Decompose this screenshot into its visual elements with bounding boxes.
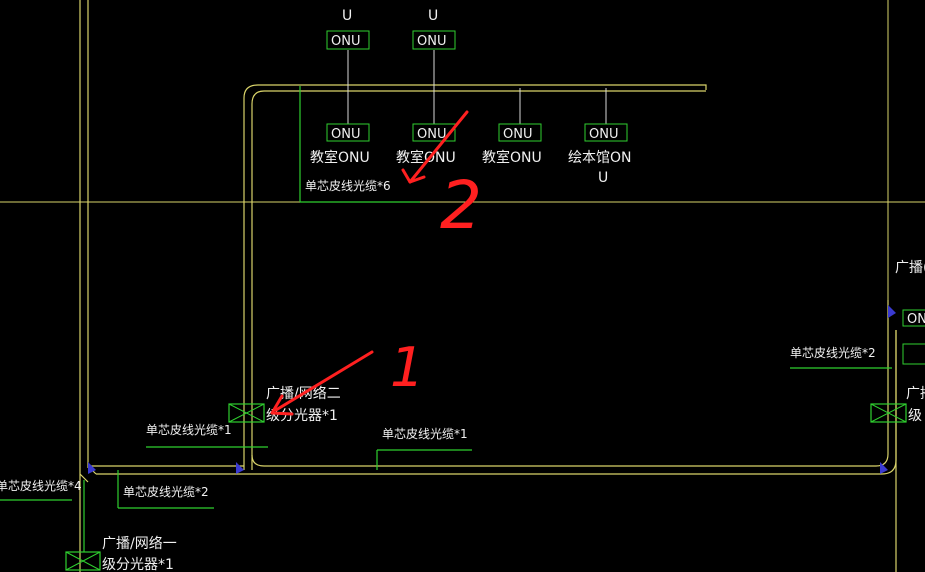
onu-classroom-3: ONU 教室ONU [482,123,542,166]
right-partial-label-3: 级 [908,408,922,424]
onu-classroom-2-box [412,123,456,142]
right-edge-partial: 广播( ONU 广播 级 [870,260,925,424]
first-level-splitter: 广播/网络一 级分光器*1 [65,536,177,572]
first-level-splitter-label-2: 级分光器*1 [102,557,174,572]
onu-classroom-1-box-label: ONU [331,127,360,142]
onu-top-1-box-label: ONU [331,34,360,49]
second-level-splitter-cross [228,403,265,423]
onu-classroom-1-box [326,123,370,142]
wall-corner-accents [88,305,896,474]
annotation-arrow-2 [408,110,469,184]
onu-classroom-2: ONU 教室ONU [396,123,456,166]
onu-classroom-3-box-label: ONU [503,127,532,142]
corner-accent-mid [236,462,244,474]
annotation-arrow-1-head [270,394,294,416]
onu-picture-book: ONU 绘本馆ON U [568,123,632,186]
onu-drop-lines [347,50,607,124]
annotation-arrow-2-head [401,168,426,184]
second-level-splitter-box [228,403,265,423]
top-corridor-outer [243,84,707,470]
grid-lines [0,0,925,300]
cable-label-x4: 单芯皮线光缆*4 [0,479,82,493]
annotation-number-1: 1 [390,336,424,399]
right-partial-splitter-box [870,403,907,423]
onu-classroom-2-box-label: ONU [417,127,446,142]
cable-label-x2-bottom: 单芯皮线光缆*2 [123,485,209,499]
onu-picture-book-name-line2: U [598,170,608,186]
onu-top-2-box-label: ONU [417,34,446,49]
onu-top-2: U ONU [412,8,456,50]
corner-accent-top-right [888,305,896,318]
onu-picture-book-box-label: ONU [589,127,618,142]
onu-classroom-2-name: 教室ONU [396,149,456,166]
wall-outlines [79,0,897,572]
onu-picture-book-box [584,123,628,142]
onu-classroom-1-name: 教室ONU [310,149,370,166]
right-partial-splitter-cross [870,403,907,423]
cable-label-x1-mid: 单芯皮线光缆*1 [382,427,468,441]
first-level-splitter-label-1: 广播/网络一 [102,536,177,552]
top-corridor-inner [251,90,706,470]
fiber-wires [0,86,892,552]
onu-top-1-truncated-label: U [342,8,352,24]
red-annotations: 2 1 [270,110,482,416]
onu-classroom-3-name: 教室ONU [482,149,542,166]
annotation-number-2: 2 [440,167,482,244]
bottom-corridor-inner [251,330,889,467]
onu-picture-book-name-line1: 绘本馆ON [568,150,632,166]
right-partial-onu-box-2 [902,343,925,365]
first-level-splitter-cross [65,551,101,571]
onu-top-2-truncated-label: U [428,8,438,24]
cable-label-x1-left: 单芯皮线光缆*1 [146,423,232,437]
onu-top-1-box [326,30,370,50]
onu-top-1: U ONU [326,8,370,50]
second-level-splitter-label-2: 级分光器*1 [266,408,338,424]
right-partial-onu-label: ONU [907,312,925,327]
cable-label-x6: 单芯皮线光缆*6 [305,179,391,193]
corner-accent-left [88,462,96,474]
onu-classroom-1: ONU 教室ONU [310,123,370,166]
bottom-corridor-outer [88,330,897,475]
first-level-splitter-box [65,551,101,571]
corner-accent-right [880,462,888,474]
right-partial-label-1: 广播( [895,260,925,276]
annotation-arrow-1 [274,350,374,412]
cable-label-x2-right: 单芯皮线光缆*2 [790,346,876,360]
right-partial-label-2: 广播 [906,386,925,402]
right-partial-onu-box [902,309,925,327]
onu-top-2-box [412,30,456,50]
onu-classroom-3-box [498,123,542,142]
